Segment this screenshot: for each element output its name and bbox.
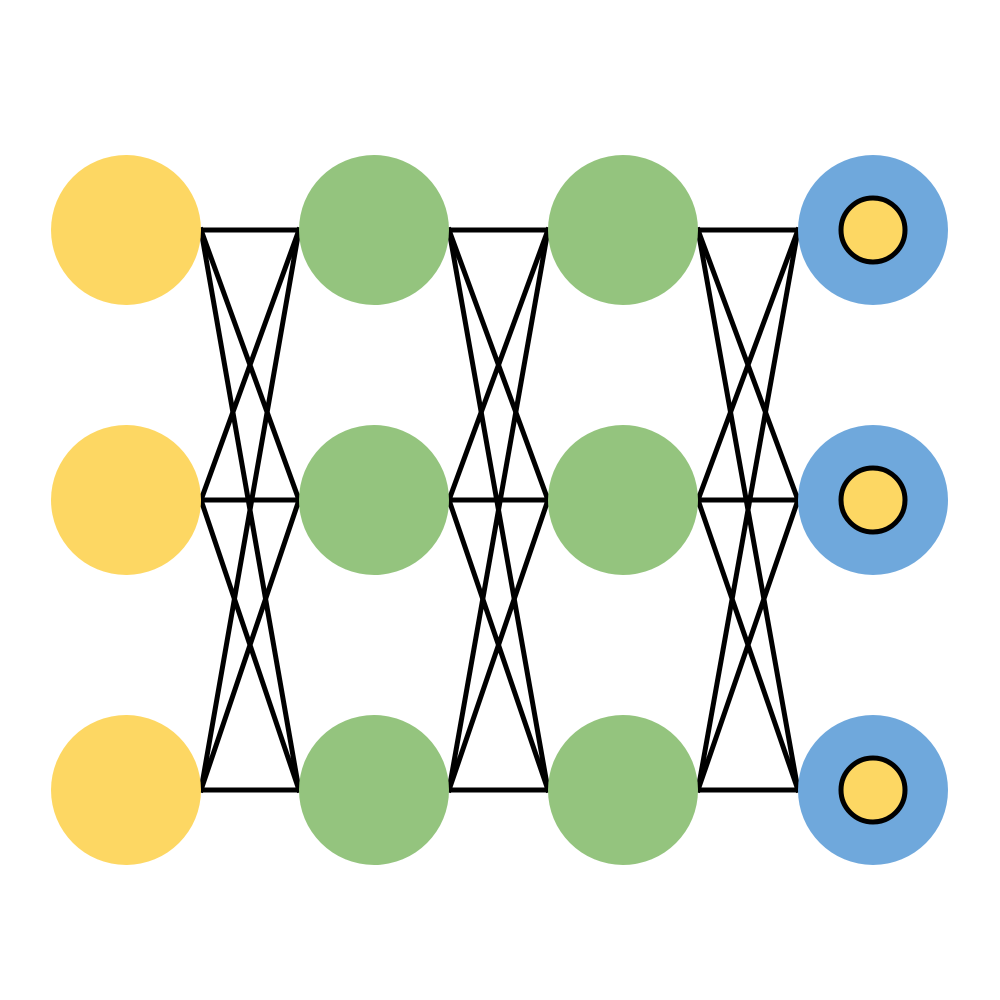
edge-l1-n3-to-l2-n1: [198, 227, 302, 793]
edge-l2-n2-to-l3-n1: [445, 226, 552, 504]
edge-l2-n3-to-l3-n2: [445, 496, 552, 794]
nodes-group: [51, 155, 948, 865]
hidden-node-2-1: [299, 155, 449, 305]
input-node-1-2: [51, 425, 201, 575]
edge-l3-n3-to-l4-n2: [694, 496, 802, 794]
hidden-node-3-3: [548, 715, 698, 865]
output-inner-marker-2: [838, 465, 908, 535]
input-node-1-1: [51, 155, 201, 305]
edge-l1-n2-to-l2-n1: [197, 226, 303, 504]
input-node-1-3: [51, 715, 201, 865]
hidden-node-3-1: [548, 155, 698, 305]
hidden-node-2-3: [299, 715, 449, 865]
output-inner-marker-3: [838, 755, 908, 825]
edge-l2-n3-to-l3-n1: [446, 227, 551, 793]
edge-l3-n3-to-l4-n1: [695, 227, 801, 793]
hidden-node-2-2: [299, 425, 449, 575]
edge-l3-n2-to-l4-n1: [694, 226, 802, 504]
hidden-node-3-2: [548, 425, 698, 575]
output-inner-marker-1: [838, 195, 908, 265]
edge-l1-n3-to-l2-n2: [197, 496, 303, 794]
connections-group: [197, 226, 802, 794]
